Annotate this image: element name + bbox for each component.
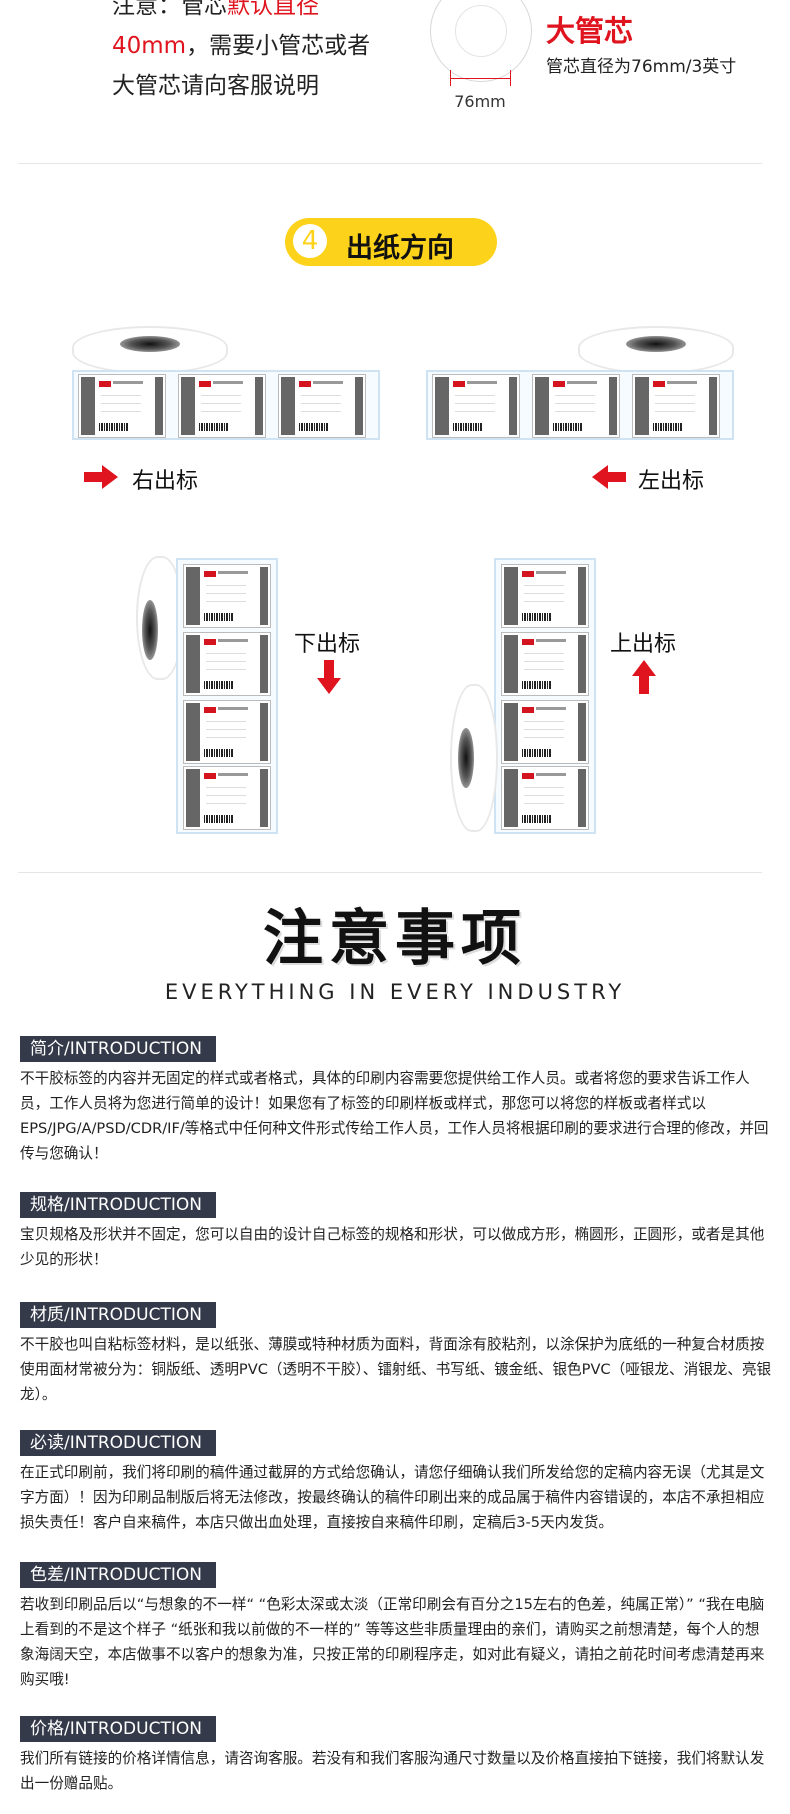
direction-down-label: 下出标	[294, 632, 361, 657]
dimension-line	[450, 78, 510, 79]
label-sample	[501, 632, 589, 696]
divider	[18, 163, 762, 164]
section-body: 我们所有链接的价格详情信息，请咨询客服。若没有和我们客服沟通尺寸数量以及价格直接…	[20, 1750, 765, 1792]
divider	[18, 872, 762, 873]
arrow-left-icon	[592, 465, 626, 489]
core-size-note: 注意：管芯默认直径 40mm，需要小管芯或者 大管芯请向客服说明	[112, 0, 412, 106]
direction-up-label: 上出标	[610, 632, 677, 657]
section-heading: 价格/INTRODUCTION	[20, 1716, 216, 1742]
section-body: 不干胶标签的内容并无固定的样式或者格式，具体的印刷内容需要您提供给工作人员。或者…	[20, 1070, 769, 1162]
label-sample	[78, 374, 166, 438]
label-sample	[632, 374, 720, 438]
label-sample	[183, 632, 271, 696]
direction-right-label: 右出标	[132, 469, 199, 494]
label-strip-right	[72, 370, 380, 440]
big-core-description: 管芯直径为76mm/3英寸	[546, 57, 737, 77]
roll-core-hole-icon	[120, 336, 180, 352]
label-strip-up	[494, 558, 596, 834]
direction-left-label: 左出标	[638, 469, 705, 494]
dimension-label: 76mm	[454, 92, 506, 111]
roll-core-hole-icon	[626, 336, 686, 352]
arrow-right-icon	[84, 465, 118, 489]
label-sample	[432, 374, 520, 438]
label-sample	[183, 564, 271, 628]
label-sample	[183, 766, 271, 830]
label-sample	[501, 564, 589, 628]
label-strip-down	[176, 558, 278, 834]
roll-core-hole-icon	[458, 728, 474, 788]
label-sample	[183, 700, 271, 764]
section-heading: 材质/INTRODUCTION	[20, 1302, 216, 1328]
core-note-default: 默认直径	[227, 0, 319, 19]
core-note-prefix: 注意：管芯	[112, 0, 227, 19]
notice-title: 注意事项	[263, 904, 527, 974]
label-strip-left	[426, 370, 734, 440]
core-note-rest: ，需要小管芯或者	[186, 33, 371, 59]
dimension-tick-right	[510, 70, 511, 86]
label-sample	[278, 374, 366, 438]
step-number: 4	[293, 224, 327, 258]
section-heading: 色差/INTRODUCTION	[20, 1562, 216, 1588]
section-heading: 规格/INTRODUCTION	[20, 1192, 216, 1218]
notice-subtitle: EVERYTHING IN EVERY INDUSTRY	[164, 980, 626, 1004]
label-sample	[501, 700, 589, 764]
section-heading: 简介/INTRODUCTION	[20, 1036, 216, 1062]
step-title: 出纸方向	[346, 233, 454, 264]
label-sample	[178, 374, 266, 438]
label-sample	[532, 374, 620, 438]
big-core-title: 大管芯	[546, 14, 634, 48]
roll-core-hole-icon	[142, 600, 158, 660]
section-body: 若收到印刷品后以“与想象的不一样“ “色彩太深或太淡（正常印刷会有百分之15左右…	[20, 1596, 765, 1688]
section-body: 在正式印刷前，我们将印刷的稿件通过截屏的方式给您确认，请您仔细确认我们所发给您的…	[20, 1464, 765, 1531]
core-inner-icon	[455, 5, 507, 57]
label-sample	[501, 766, 589, 830]
section-body: 不干胶也叫自粘标签材料，是以纸张、薄膜或特种材质为面料，背面涂有胶粘剂，以涂保护…	[20, 1336, 772, 1403]
core-note-diameter: 40mm	[112, 33, 187, 59]
section-heading: 必读/INTRODUCTION	[20, 1430, 216, 1456]
section-body: 宝贝规格及形状并不固定，您可以自由的设计自己标签的规格和形状，可以做成方形，椭圆…	[20, 1226, 765, 1268]
arrow-down-icon	[317, 660, 341, 694]
core-note-line3: 大管芯请向客服说明	[112, 73, 319, 99]
arrow-up-icon	[632, 660, 656, 694]
dimension-tick-left	[450, 70, 451, 86]
